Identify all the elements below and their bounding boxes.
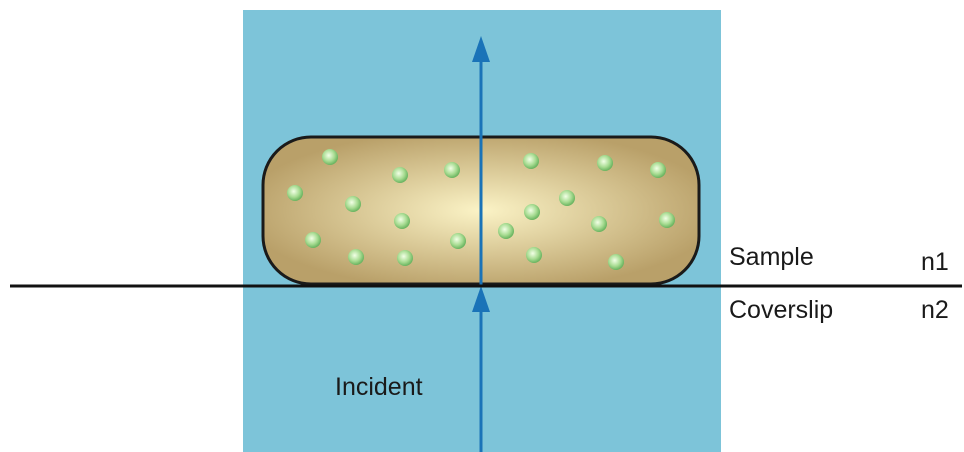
particle — [348, 249, 364, 265]
particle — [523, 153, 539, 169]
particle — [444, 162, 460, 178]
particle — [597, 155, 613, 171]
n2-label: n2 — [921, 296, 949, 324]
particle — [392, 167, 408, 183]
particle — [498, 223, 514, 239]
n1-label: n1 — [921, 248, 949, 276]
coverslip-label: Coverslip — [729, 296, 833, 324]
particle — [394, 213, 410, 229]
particle — [450, 233, 466, 249]
particle — [559, 190, 575, 206]
particle — [287, 185, 303, 201]
particle — [397, 250, 413, 266]
particle — [608, 254, 624, 270]
particle — [524, 204, 540, 220]
particle — [526, 247, 542, 263]
sample-label: Sample — [729, 243, 814, 271]
incident-label: Incident — [335, 373, 423, 401]
particle — [305, 232, 321, 248]
particle — [345, 196, 361, 212]
particle — [659, 212, 675, 228]
particle — [322, 149, 338, 165]
particle — [650, 162, 666, 178]
particle — [591, 216, 607, 232]
